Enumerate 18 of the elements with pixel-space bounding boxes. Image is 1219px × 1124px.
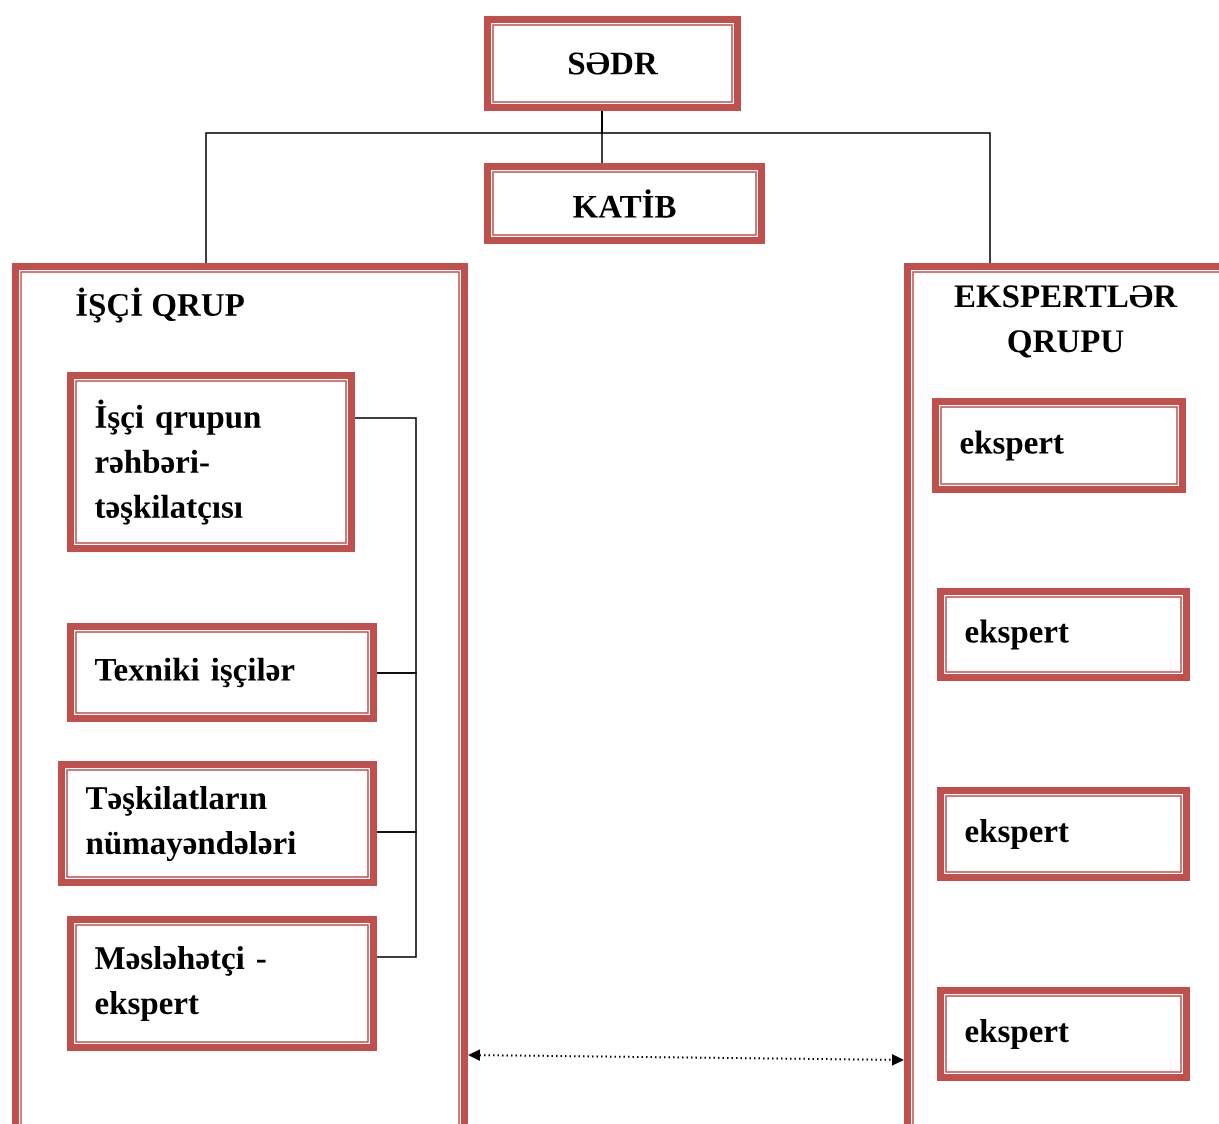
org-box: ekspert — [937, 588, 1190, 681]
connector — [601, 110, 991, 264]
org-box: İşçi qrupun rəhbəri-təşkilatçısı — [67, 372, 355, 552]
org-box: ekspert — [932, 398, 1186, 493]
connector — [376, 672, 417, 833]
group-frame — [904, 263, 1219, 1124]
org-box: ekspert — [937, 787, 1190, 881]
org-box: ekspert — [937, 987, 1190, 1081]
org-box: Təşkilatların nümayəndələri — [58, 761, 377, 886]
org-box: SƏDR — [484, 16, 741, 111]
group-heading: İŞÇİ QRUP — [76, 287, 244, 323]
group-heading: EKSPERTLƏR QRUPU — [954, 285, 1178, 358]
org-box: Texniki işçilər — [67, 623, 377, 722]
connector — [354, 417, 417, 674]
org-box: KATİB — [484, 163, 765, 244]
connector — [376, 831, 417, 958]
group-frame — [12, 263, 468, 1124]
org-box: Məsləhətçi - ekspert — [67, 916, 377, 1051]
